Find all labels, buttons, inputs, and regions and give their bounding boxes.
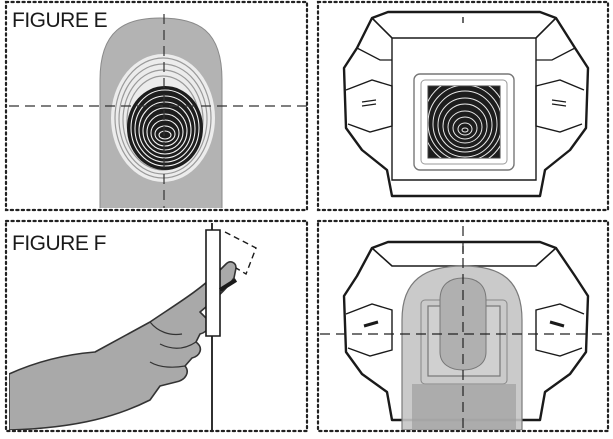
finger-overlay [401,265,523,430]
panel-frame-f-right [316,219,610,433]
scanner-left-wing [345,79,393,133]
hand-insertion-illustration [9,223,257,430]
panel-frame-e-left [4,0,309,212]
scanner-side-profile [205,223,257,430]
sensor-fingerprint [428,86,500,158]
crosshair-lines [9,14,307,208]
panel-frame-f-left [4,219,309,433]
figure-f-label: FIGURE F [10,232,108,255]
fingerprint-core [127,86,203,170]
scanner-right-wing [535,79,585,133]
panel-frame-e-right [316,0,610,212]
fingertip-illustration [9,14,307,208]
hand-shape [9,261,237,430]
figure-e-label: FIGURE E [10,9,110,32]
panel-frames [4,0,610,433]
scanner-with-finger [320,226,610,430]
crosshair-lines-f [320,226,610,430]
scanner-with-print [342,10,590,198]
